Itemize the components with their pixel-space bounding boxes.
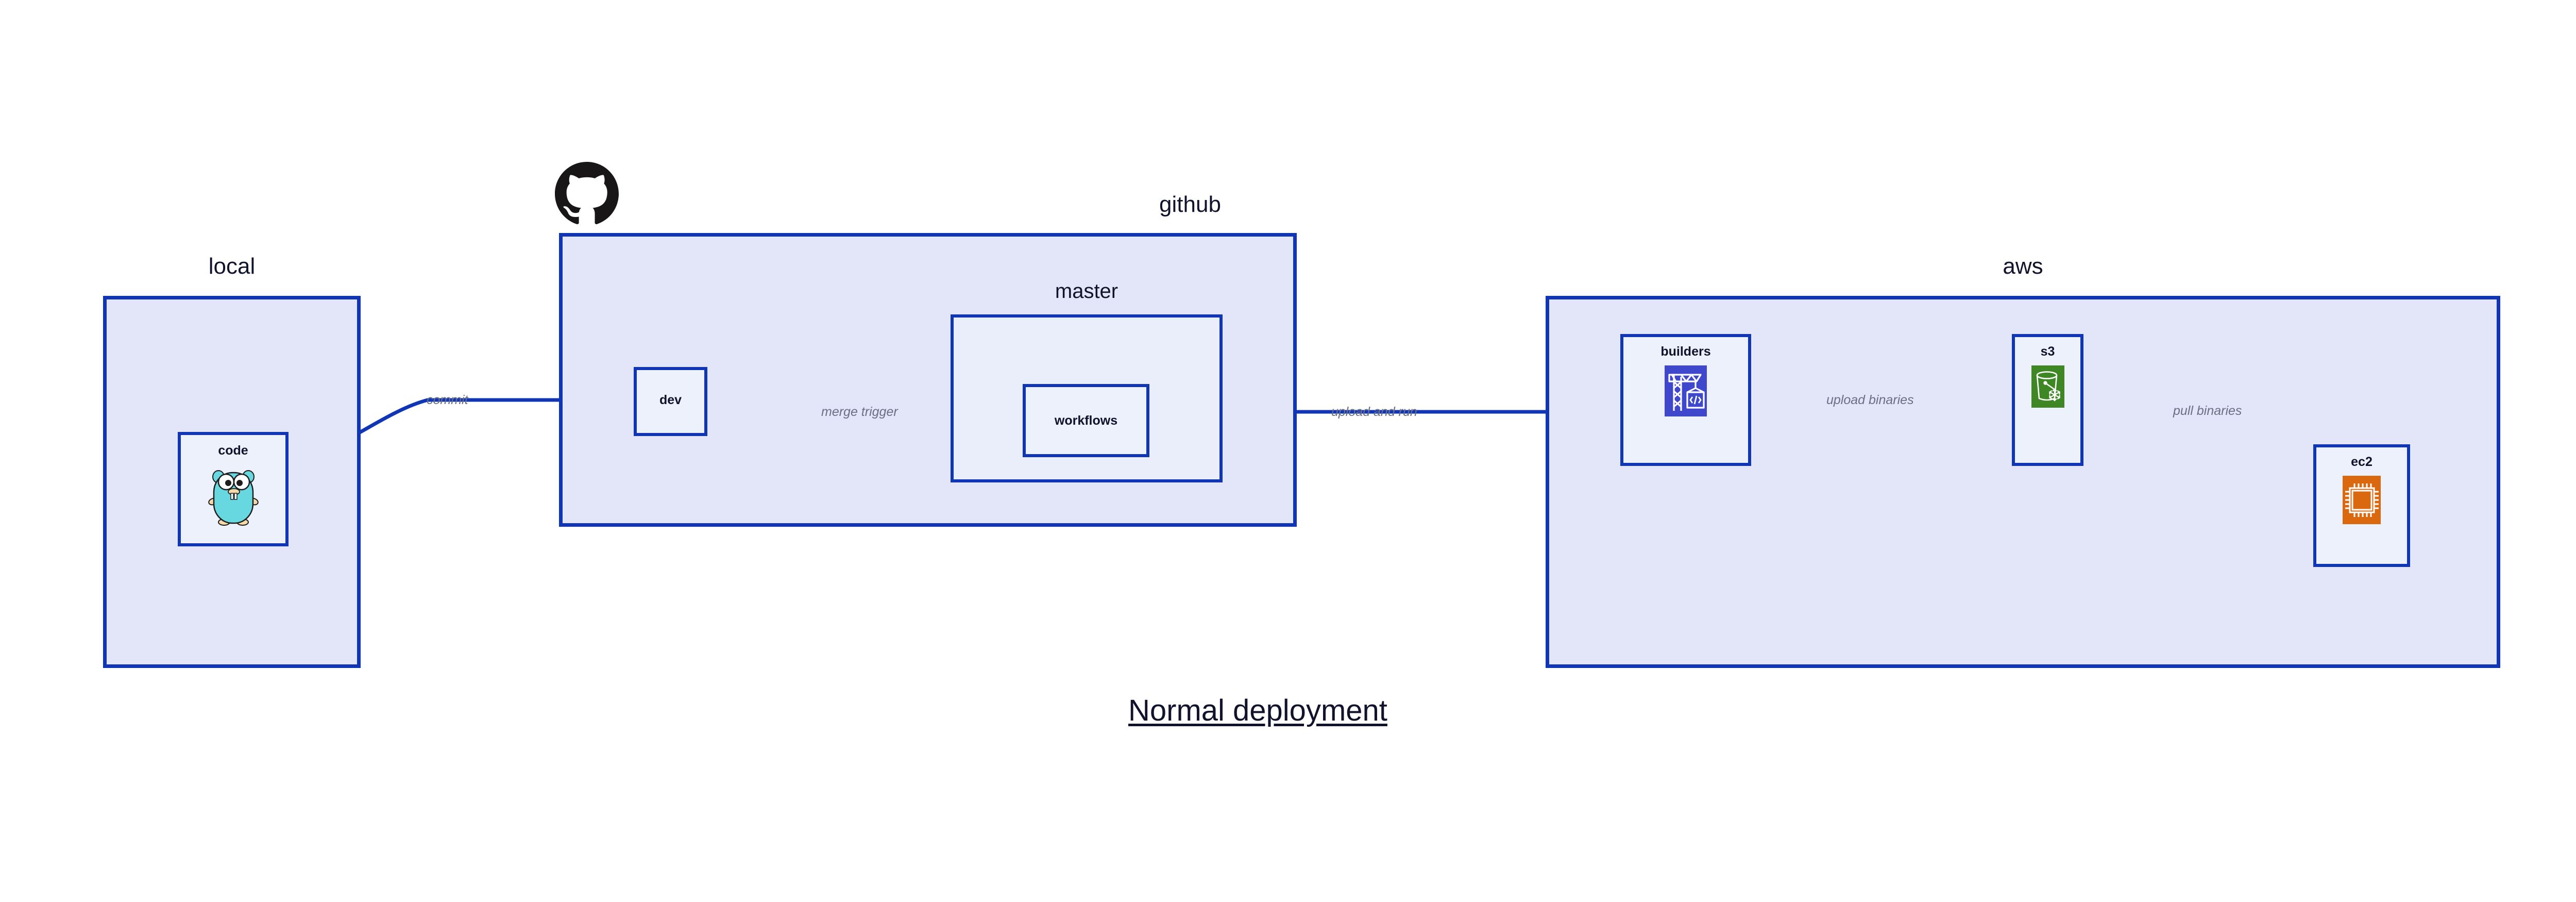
node-code-label: code (218, 443, 248, 458)
node-workflows[interactable]: workflows (1023, 384, 1149, 457)
node-builders-label: builders (1660, 344, 1711, 359)
edge-label-merge-trigger: merge trigger (821, 405, 898, 419)
group-github-label: github (1159, 192, 1221, 217)
diagram-caption: Normal deployment (1128, 694, 1387, 727)
edge-label-commit: commit (427, 393, 468, 407)
group-local-label: local (208, 254, 256, 279)
node-s3-label: s3 (2040, 344, 2055, 359)
node-code[interactable]: code (178, 432, 289, 546)
group-aws-label: aws (2003, 254, 2043, 279)
aws-ec2-icon (2343, 476, 2381, 527)
edge-label-upload-binaries: upload binaries (1826, 393, 1914, 407)
edge-label-upload-and-run: upload and run (1331, 405, 1417, 419)
node-s3[interactable]: s3 (2012, 334, 2083, 466)
go-gopher-icon (207, 463, 260, 529)
group-master-label: master (1055, 280, 1118, 303)
edge-label-pull-binaries: pull binaries (2173, 404, 2242, 418)
aws-s3-icon (2031, 365, 2064, 410)
node-workflows-label: workflows (1054, 413, 1118, 428)
node-ec2-label: ec2 (2351, 455, 2372, 469)
node-ec2[interactable]: ec2 (2313, 444, 2410, 567)
node-dev-label: dev (659, 392, 682, 407)
node-builders[interactable]: builders (1620, 334, 1751, 466)
github-octocat-icon (555, 162, 619, 226)
node-dev[interactable]: dev (634, 367, 707, 436)
aws-codebuild-icon (1665, 365, 1707, 419)
